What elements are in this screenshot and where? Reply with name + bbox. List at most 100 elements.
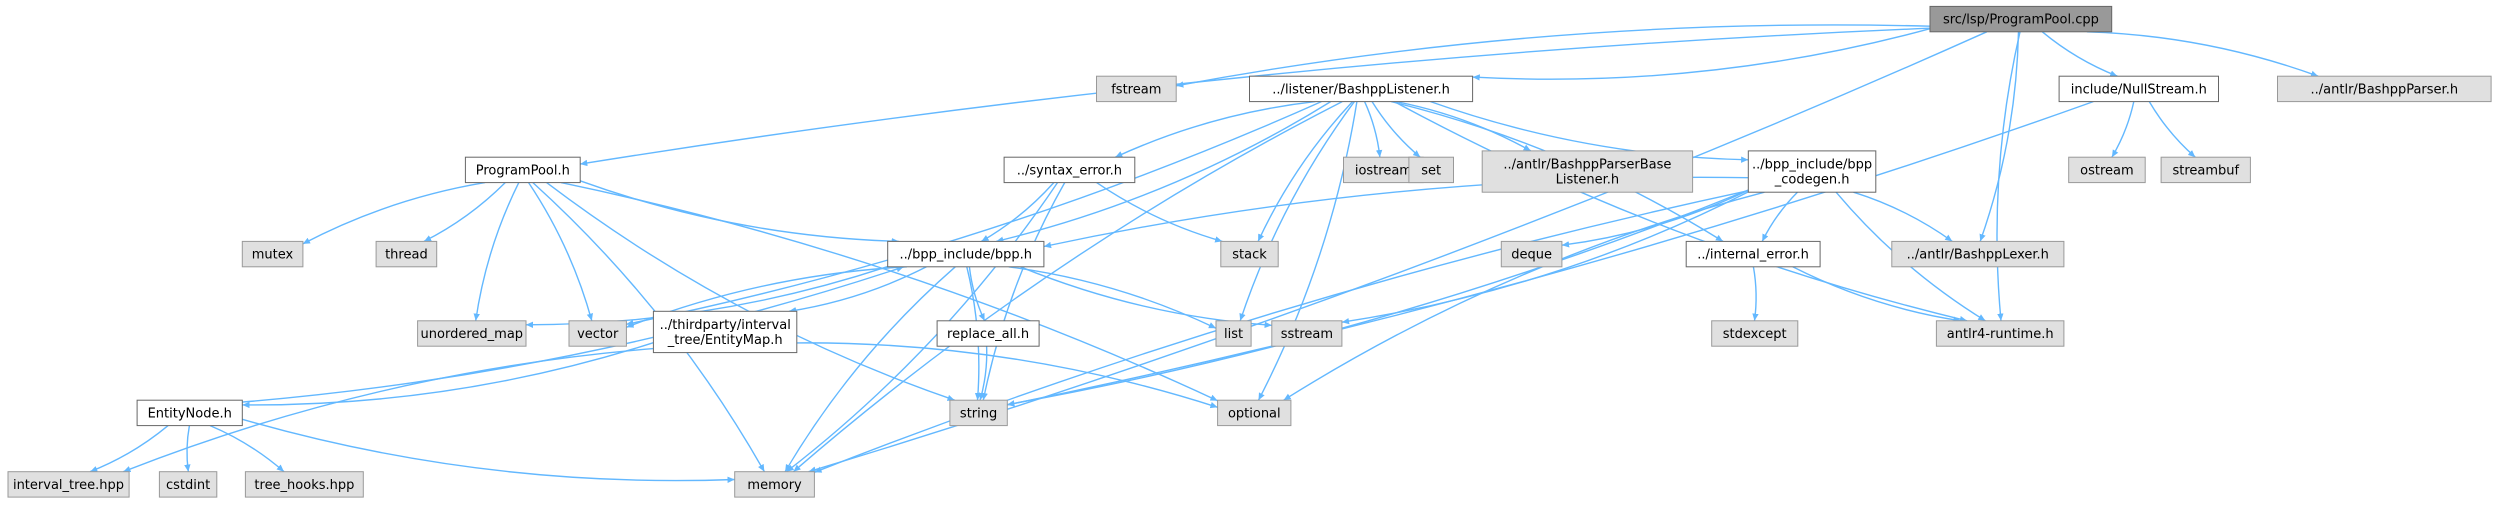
node-box-parserbaselistener bbox=[1481, 150, 1694, 193]
node-entitynode[interactable]: EntityNode.h bbox=[136, 399, 243, 427]
node-box-deque bbox=[1500, 240, 1563, 268]
edge-entitynode-to-interval_tree bbox=[89, 425, 169, 473]
node-label-codegen-line1: ../bpp_include/bpp bbox=[1752, 158, 1872, 173]
node-box-fstream bbox=[1096, 75, 1177, 103]
node-interval_tree: interval_tree.hpp bbox=[7, 471, 130, 498]
node-label-parserbaselistener-line2: Listener.h bbox=[1556, 173, 1619, 188]
edge-codegen-to-memory bbox=[814, 190, 1749, 473]
node-programpool_h[interactable]: ProgramPool.h bbox=[464, 156, 581, 184]
edge-bashlistener-to-vector bbox=[626, 100, 1322, 326]
node-label-internal_error: ../internal_error.h bbox=[1697, 248, 1809, 263]
node-label-tree_hooks: tree_hooks.hpp bbox=[254, 478, 354, 493]
node-label-optional: optional bbox=[1228, 406, 1281, 421]
node-replace_all[interactable]: replace_all.h bbox=[936, 320, 1040, 347]
edge-bashlistener-to-list bbox=[1239, 101, 1355, 322]
node-label-bpp_h: ../bpp_include/bpp.h bbox=[900, 248, 1033, 263]
node-bpp_h[interactable]: ../bpp_include/bpp.h bbox=[887, 240, 1045, 268]
node-box-list bbox=[1215, 320, 1252, 347]
edge-bashlistener-to-iostream bbox=[1363, 101, 1383, 158]
node-box-string bbox=[949, 399, 1008, 427]
edge-codegen-to-optional bbox=[1283, 191, 1765, 401]
edge-bashlistener-to-stack bbox=[1257, 101, 1354, 242]
edge-internal_error-to-antlr4runtime bbox=[1792, 266, 1961, 323]
edge-root-to-bashppparser bbox=[2086, 31, 2319, 77]
edge-root-to-bashlistener bbox=[1472, 28, 1931, 81]
node-thread: thread bbox=[375, 240, 438, 268]
node-label-streambuf: streambuf bbox=[2172, 163, 2239, 178]
node-label-codegen-line2: _codegen.h bbox=[1774, 173, 1850, 188]
edge-entitynode-to-memory bbox=[242, 418, 735, 483]
node-label-nullstream: include/NullStream.h bbox=[2071, 82, 2207, 97]
node-label-vector: vector bbox=[577, 327, 619, 342]
edge-entitymap-to-interval_tree bbox=[123, 347, 654, 473]
node-label-entitymap-line2: _tree/EntityMap.h bbox=[667, 333, 783, 348]
node-label-replace_all: replace_all.h bbox=[947, 327, 1029, 342]
node-label-cstdint: cstdint bbox=[166, 478, 210, 493]
node-stack: stack bbox=[1220, 240, 1279, 268]
edge-programpool_h-to-string bbox=[546, 182, 955, 401]
node-nullstream[interactable]: include/NullStream.h bbox=[2058, 75, 2220, 103]
node-label-entitynode: EntityNode.h bbox=[148, 406, 232, 421]
edges-layer bbox=[89, 24, 2319, 483]
node-box-internal_error bbox=[1685, 240, 1821, 268]
node-box-vector bbox=[568, 320, 627, 347]
node-syntax_error[interactable]: ../syntax_error.h bbox=[1003, 156, 1136, 184]
edge-bpp_h-to-entitymap bbox=[788, 266, 927, 314]
node-box-tree_hooks bbox=[244, 471, 364, 498]
node-label-mutex: mutex bbox=[252, 248, 294, 263]
edge-entitynode-to-bpp_h bbox=[242, 266, 904, 403]
edge-entitymap-to-entitynode bbox=[242, 342, 654, 409]
edge-codegen-to-lexer bbox=[1853, 191, 1953, 242]
node-label-deque: deque bbox=[1511, 248, 1552, 263]
edge-bashlistener-to-parserbaselistener bbox=[1395, 100, 1532, 152]
node-box-nullstream bbox=[2058, 75, 2220, 103]
edge-syntax_error-to-stack bbox=[1096, 182, 1223, 243]
node-box-streambuf bbox=[2160, 156, 2251, 184]
node-box-antlr4runtime bbox=[1935, 320, 2065, 347]
node-string: string bbox=[949, 399, 1008, 427]
edge-nullstream-to-string bbox=[1007, 100, 2094, 407]
edge-programpool_h-to-unordered_map bbox=[473, 182, 520, 321]
node-box-cstdint bbox=[158, 471, 218, 498]
node-box-mutex bbox=[241, 240, 304, 268]
node-box-entitymap bbox=[652, 310, 798, 354]
node-label-lexer: ../antlr/BashppLexer.h bbox=[1907, 248, 2049, 263]
node-box-sstream bbox=[1271, 320, 1343, 347]
node-streambuf: streambuf bbox=[2160, 156, 2251, 184]
node-label-string: string bbox=[960, 406, 997, 421]
node-internal_error[interactable]: ../internal_error.h bbox=[1685, 240, 1821, 268]
node-box-replace_all bbox=[936, 320, 1040, 347]
node-optional: optional bbox=[1217, 399, 1292, 427]
node-root[interactable]: src/lsp/ProgramPool.cpp bbox=[1929, 5, 2113, 33]
node-box-bashppparser bbox=[2277, 75, 2492, 103]
node-box-set bbox=[1408, 156, 1455, 184]
node-label-programpool_h: ProgramPool.h bbox=[476, 163, 570, 178]
node-box-unordered_map bbox=[417, 320, 527, 347]
edge-nullstream-to-ostream bbox=[2111, 101, 2135, 158]
node-box-root bbox=[1929, 5, 2113, 33]
node-codegen[interactable]: ../bpp_include/bpp_codegen.h bbox=[1747, 150, 1877, 193]
node-label-sstream: sstream bbox=[1281, 327, 1333, 342]
node-tree_hooks: tree_hooks.hpp bbox=[244, 471, 364, 498]
edge-codegen-to-string bbox=[1007, 189, 1749, 407]
edge-bashlistener-to-bpp_h bbox=[996, 101, 1332, 243]
node-list: list bbox=[1215, 320, 1252, 347]
node-box-ostream bbox=[2068, 156, 2146, 184]
edge-syntax_error-to-string bbox=[981, 182, 1066, 401]
node-box-stdexcept bbox=[1711, 320, 1799, 347]
node-label-root: src/lsp/ProgramPool.cpp bbox=[1943, 13, 2099, 28]
node-deque: deque bbox=[1500, 240, 1563, 268]
node-label-interval_tree: interval_tree.hpp bbox=[13, 478, 124, 493]
node-entitymap[interactable]: ../thirdparty/interval_tree/EntityMap.h bbox=[652, 310, 798, 354]
edge-entitynode-to-tree_hooks bbox=[209, 424, 285, 473]
node-bashlistener[interactable]: ../listener/BashppListener.h bbox=[1249, 75, 1474, 103]
node-label-iostream: iostream bbox=[1355, 163, 1412, 178]
node-bashppparser: ../antlr/BashppParser.h bbox=[2277, 75, 2492, 103]
nodes-layer: src/lsp/ProgramPool.cppfstream../listene… bbox=[7, 5, 2492, 498]
edge-entitymap-to-optional bbox=[796, 342, 1218, 409]
node-ostream: ostream bbox=[2068, 156, 2146, 184]
node-box-optional bbox=[1217, 399, 1292, 427]
node-box-memory bbox=[734, 471, 815, 498]
